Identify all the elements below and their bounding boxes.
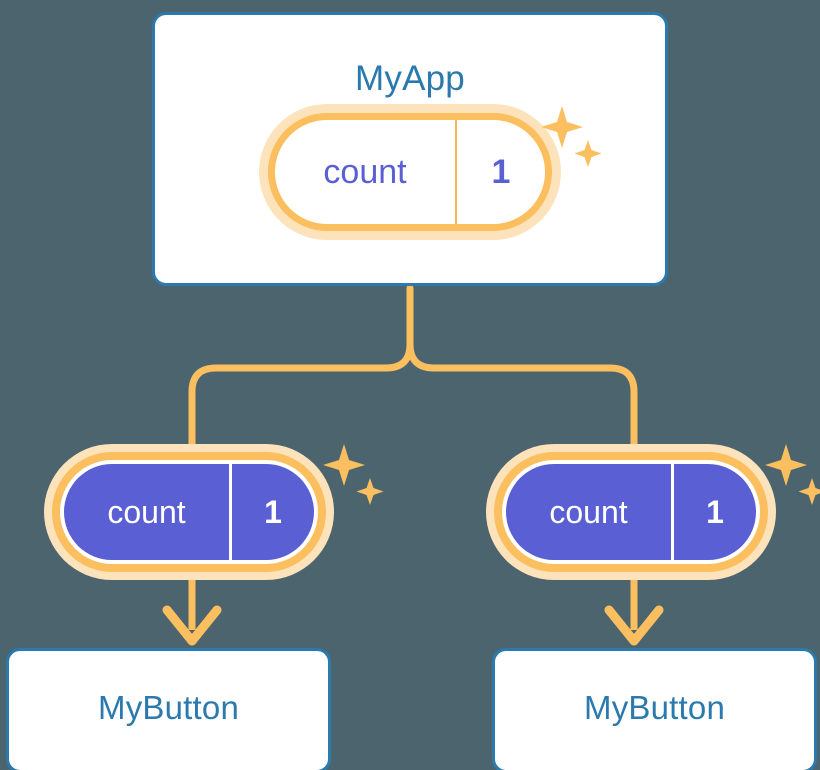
connector-fork-path-left: [188, 340, 414, 456]
arrow-down-icon-right: [604, 580, 664, 646]
component-card-mybutton-left[interactable]: MyButton: [6, 648, 331, 770]
state-pill-key: count: [549, 493, 628, 530]
state-pill-value: 1: [455, 120, 545, 224]
state-pill-value: 1: [671, 464, 756, 560]
arrow-down-icon-left: [162, 580, 222, 646]
state-pill-myapp[interactable]: count 1: [268, 113, 552, 231]
state-pill-value: 1: [229, 464, 314, 560]
connector-fork-path: [406, 284, 638, 456]
component-card-mybutton-right[interactable]: MyButton: [492, 648, 817, 770]
state-pill-key: count: [107, 493, 186, 530]
component-card-label: MyButton: [584, 689, 725, 726]
state-pill-key: count: [323, 152, 407, 191]
component-card-label: MyButton: [98, 689, 239, 726]
state-pill-child-left[interactable]: count 1: [64, 464, 314, 560]
page-title: MyApp: [355, 59, 465, 98]
state-pill-child-right[interactable]: count 1: [506, 464, 756, 560]
